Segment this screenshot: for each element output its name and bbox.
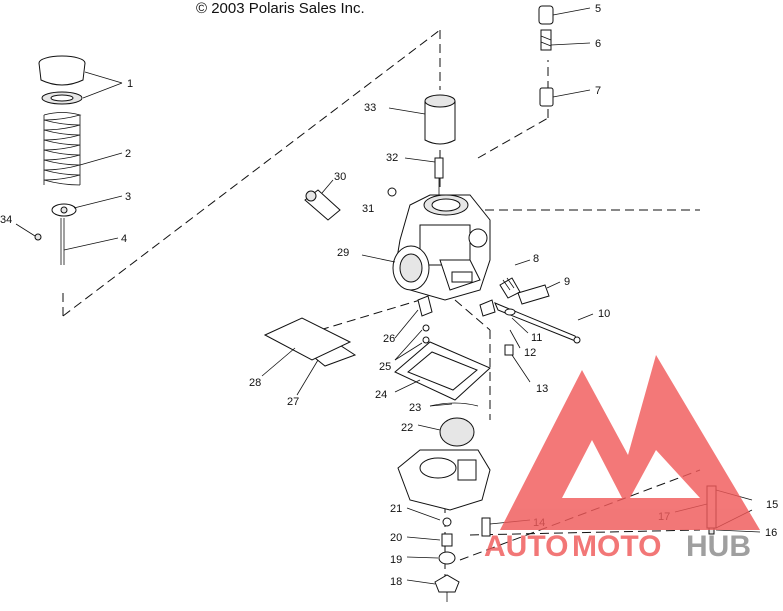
slide-needle-guide — [434, 157, 444, 195]
watermark-text-hub: HUB — [686, 530, 751, 563]
callout-3: 3 — [125, 191, 131, 203]
callout-32: 32 — [386, 152, 398, 164]
o-ring-19 — [438, 551, 456, 565]
watermark-text-moto: MOTO — [572, 530, 661, 563]
callout-24: 24 — [375, 389, 387, 401]
callout-29: 29 — [337, 247, 349, 259]
callout-19: 19 — [390, 554, 402, 566]
callout-13: 13 — [536, 383, 548, 395]
assembly-guide-lines — [62, 29, 701, 585]
spring-11 — [479, 299, 496, 317]
callout-31: 31 — [362, 203, 374, 215]
carburetor-body — [392, 194, 491, 301]
callout-7: 7 — [595, 85, 601, 97]
pilot-screw — [499, 277, 521, 299]
callout-21: 21 — [390, 503, 402, 515]
callout-27: 27 — [287, 396, 299, 408]
callout-4: 4 — [121, 233, 127, 245]
callout-9: 9 — [564, 276, 570, 288]
callout-30: 30 — [334, 171, 346, 183]
callout-15: 15 — [766, 499, 778, 511]
callout-labels: 1 2 3 4 5 6 7 8 9 10 11 12 13 14 15 16 1… — [0, 3, 778, 588]
throttle-cap-assembly — [38, 55, 86, 105]
e-clip — [34, 233, 42, 241]
callout-22: 22 — [401, 422, 413, 434]
jet-needle — [60, 218, 65, 265]
needle-retainer — [51, 203, 77, 217]
fitting-7 — [539, 87, 554, 107]
callout-34: 34 — [0, 214, 12, 226]
callout-18: 18 — [390, 576, 402, 588]
air-screw-9 — [517, 284, 550, 305]
o-ring-23 — [429, 402, 479, 407]
watermark-triangle-mark — [500, 355, 760, 530]
callout-5: 5 — [595, 3, 601, 15]
throttle-spring — [43, 112, 82, 186]
o-ring-12 — [504, 308, 516, 316]
callout-2: 2 — [125, 148, 131, 160]
washer-21 — [442, 517, 452, 527]
throttle-slide — [424, 94, 456, 145]
callout-8: 8 — [533, 253, 539, 265]
float-plate-28 — [263, 317, 352, 361]
copyright-notice: © 2003 Polaris Sales Inc. — [196, 0, 365, 17]
leader-lines — [15, 7, 761, 585]
callout-23: 23 — [409, 402, 421, 414]
callout-10: 10 — [598, 308, 610, 320]
float — [439, 417, 475, 447]
callout-25: 25 — [379, 361, 391, 373]
plug-13 — [504, 344, 514, 356]
shaft-10 — [494, 302, 581, 344]
screw-14 — [481, 517, 491, 537]
callout-33: 33 — [364, 102, 376, 114]
callout-20: 20 — [390, 532, 402, 544]
idle-screw-spring — [540, 29, 552, 51]
idle-screw-cap — [538, 5, 554, 25]
jet-25b — [422, 336, 430, 344]
callout-6: 6 — [595, 38, 601, 50]
jet-26 — [417, 295, 433, 317]
jet-25a — [422, 324, 430, 332]
jet-20 — [441, 533, 453, 547]
callout-16: 16 — [765, 527, 777, 539]
screw-31 — [387, 187, 397, 197]
callout-26: 26 — [383, 333, 395, 345]
drain-screw-18 — [434, 574, 460, 602]
callout-11: 11 — [531, 332, 542, 344]
watermark-logo: AUTO MOTO HUB — [484, 355, 760, 563]
choke-plunger — [304, 189, 341, 221]
callout-1: 1 — [127, 78, 133, 90]
callout-12: 12 — [524, 347, 536, 359]
float-bowl-gasket — [394, 341, 491, 401]
callout-28: 28 — [249, 377, 261, 389]
float-bowl — [397, 449, 491, 511]
watermark-text-auto: AUTO — [484, 530, 568, 563]
